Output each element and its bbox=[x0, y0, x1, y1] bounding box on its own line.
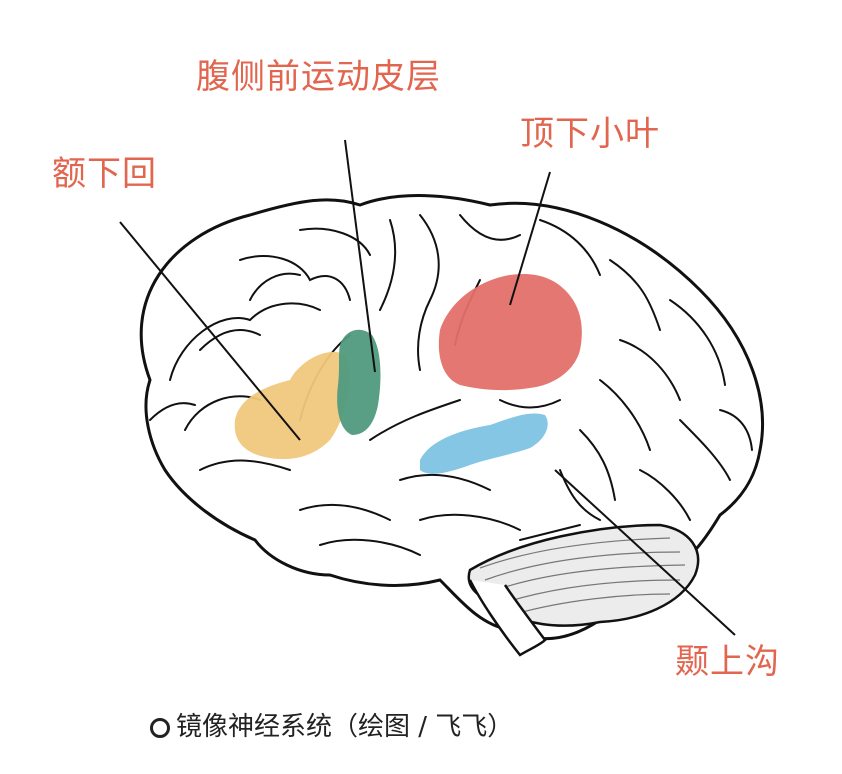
circle-icon bbox=[150, 718, 170, 738]
brainstem bbox=[468, 579, 547, 657]
pointer-lines bbox=[119, 139, 736, 636]
label-ventral-premotor-cortex: 腹侧前运动皮层 bbox=[196, 57, 441, 97]
pointer-sts bbox=[554, 469, 736, 636]
region-ifg bbox=[234, 351, 350, 460]
label-inferior-frontal-gyrus: 额下回 bbox=[52, 154, 157, 194]
caption-text: 镜像神经系统（绘图 / 飞飞） bbox=[176, 712, 514, 742]
label-superior-temporal-sulcus: 颞上沟 bbox=[675, 642, 780, 682]
pointer-ifg bbox=[119, 221, 301, 441]
region-sts bbox=[420, 413, 548, 474]
pointer-ipl bbox=[509, 171, 551, 306]
pointer-vpm bbox=[344, 139, 376, 373]
region-ipl bbox=[438, 273, 582, 391]
cerebellum-folds bbox=[479, 537, 686, 615]
figure-caption: 镜像神经系统（绘图 / 飞飞） bbox=[150, 706, 513, 743]
region-vpm bbox=[337, 329, 381, 435]
label-inferior-parietal-lobule: 顶下小叶 bbox=[520, 114, 660, 154]
